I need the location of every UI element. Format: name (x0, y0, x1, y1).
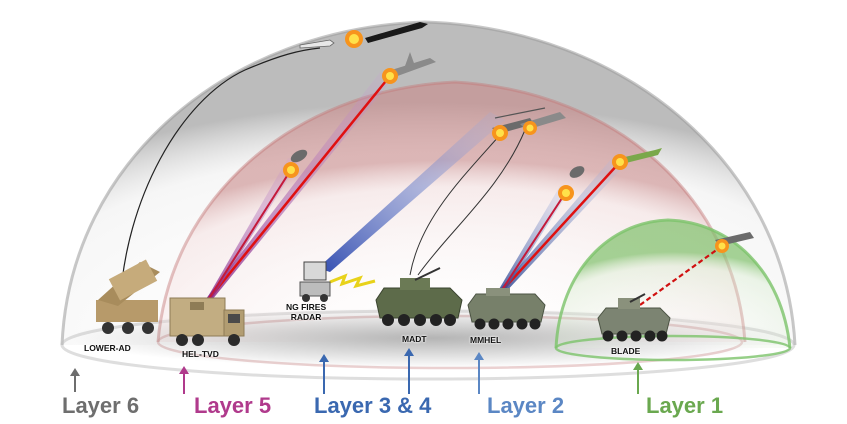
target-drone-1 (385, 52, 436, 78)
mortar-round-2 (569, 166, 585, 178)
explosion-7 (558, 185, 574, 201)
hel-tvd-laser-upper (207, 75, 391, 301)
lower-ad-label: LOWER-AD (84, 343, 131, 353)
madt-trajectory-2 (417, 129, 526, 276)
cruise-missile (365, 22, 428, 43)
interceptor-missile (299, 39, 335, 49)
hel-tvd-vehicle (169, 297, 245, 346)
interceptor-trajectory (119, 47, 321, 306)
green-dome-ring (554, 334, 792, 362)
ng-fires-radar-vehicle (299, 261, 331, 302)
lower-ad-vehicle (96, 259, 160, 334)
layer5-arrow (179, 366, 189, 394)
madt-label: MADT (402, 334, 427, 344)
explosion-8 (715, 239, 729, 253)
hel-tvd-label: HEL-TVD (182, 349, 219, 359)
layer34-label: Layer 3 & 4 (314, 393, 432, 418)
layer4-arrow (404, 348, 414, 394)
mmhel-vehicle (467, 288, 546, 330)
mmhel-laser-upper (497, 161, 621, 296)
layer1-label: Layer 1 (646, 393, 724, 418)
mmhel-laser-lower (497, 191, 567, 297)
blade-vehicle (597, 293, 671, 342)
layer2-arrow (474, 352, 484, 394)
blade-label: BLADE (611, 346, 641, 356)
blade-laser (639, 245, 723, 306)
hel-tvd-laser-lower (207, 164, 295, 301)
layer5-label: Layer 5 (194, 393, 272, 418)
ng-fires-radar-label: NG FIRES RADAR (286, 302, 327, 322)
explosion-2 (382, 68, 398, 84)
mortar-round (290, 149, 308, 163)
explosion-6 (612, 154, 628, 170)
explosion-4 (492, 125, 508, 141)
layer2-label: Layer 2 (487, 393, 565, 418)
layer1-arrow (633, 362, 643, 394)
radar-beam (318, 112, 505, 272)
layer6-arrow (70, 368, 80, 392)
madt-trajectory-1 (409, 134, 501, 276)
mmhel-label: MMHEL (470, 335, 502, 345)
explosion-1 (345, 30, 363, 48)
radar-data-link (329, 273, 376, 289)
madt-vehicle (375, 267, 463, 326)
layer3-arrow (319, 354, 329, 394)
explosion-3 (283, 162, 299, 178)
layer6-label: Layer 6 (62, 393, 140, 418)
explosion-5 (523, 121, 537, 135)
